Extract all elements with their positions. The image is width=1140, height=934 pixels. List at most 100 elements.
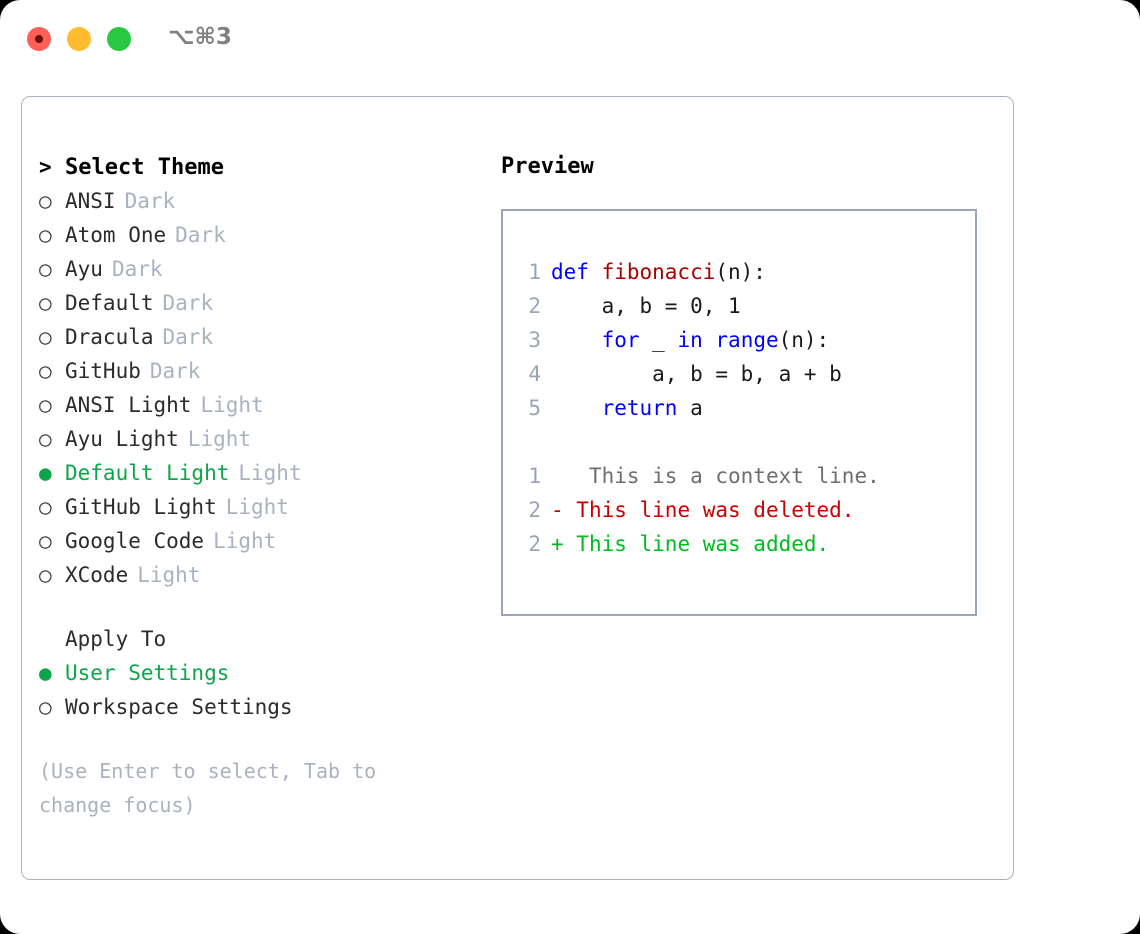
code-line: 1 def fibonacci(n): [515,255,969,289]
theme-name: Google Code [65,529,205,553]
theme-name: Atom One [65,223,167,247]
theme-category-tag: Light [200,393,264,417]
line-number: 2 [528,532,541,556]
apply-to-list: ● User Settings ○ Workspace Settings [39,656,469,724]
title-bar: ⌥⌘3 [0,0,1140,78]
code-token: def [551,260,602,284]
code-token: (n): [715,260,766,284]
theme-name: GitHub Light [65,495,217,519]
radio-unselected-icon: ○ [39,563,52,587]
radio-unselected-icon: ○ [39,529,52,553]
page-title: Select Theme [65,155,224,180]
theme-category-tag: Dark [149,359,201,383]
theme-category-tag: Dark [162,325,214,349]
radio-unselected-icon: ○ [39,257,52,281]
theme-list-item[interactable]: ○ GitHub Light Light [39,490,469,524]
theme-list-item[interactable]: ○ GitHub Dark [39,354,469,388]
theme-category-tag: Dark [111,257,163,281]
minimize-window-button[interactable] [67,27,91,51]
theme-category-tag: Dark [162,291,214,315]
apply-to-option-label: User Settings [65,661,230,685]
code-diff-separator [515,425,969,459]
line-number: 4 [528,362,541,386]
diff-text: This is a context line. [563,464,880,488]
theme-category-tag: Dark [124,189,176,213]
radio-unselected-icon: ○ [39,695,52,719]
diff-line: 1 This is a context line. [515,459,969,493]
line-number: 2 [528,498,541,522]
theme-name: GitHub [65,359,141,383]
indent-spacer: ○ [39,622,65,656]
line-number: 1 [528,260,541,284]
radio-unselected-icon: ○ [39,495,52,519]
radio-unselected-icon: ○ [39,427,52,451]
diff-line: 2 + This line was added. [515,527,969,561]
theme-list-item[interactable]: ○ Atom One Dark [39,218,469,252]
theme-list-item[interactable]: ○ Default Dark [39,286,469,320]
diff-text: This line was deleted. [563,498,855,522]
radio-unselected-icon: ○ [39,223,52,247]
code-token: range [715,328,779,352]
radio-unselected-icon: ○ [39,291,52,315]
preview-title: Preview [501,154,594,179]
theme-category-tag: Light [137,563,201,587]
theme-list-item[interactable]: ○ Ayu Dark [39,252,469,286]
theme-name: ANSI Light [65,393,192,417]
theme-name: Ayu [65,257,103,281]
maximize-window-button[interactable] [107,27,131,51]
line-number: 3 [528,328,541,352]
code-token: _ [639,328,678,352]
code-token: fibonacci [601,260,716,284]
prompt-caret-icon: > [39,155,52,179]
diff-marker: + [551,532,564,556]
diff-marker: - [551,498,564,522]
theme-name: ANSI [65,189,116,213]
apply-to-heading: ○Apply To [39,622,469,656]
code-line: 2 a, b = 0, 1 [515,289,969,323]
apply-to-option[interactable]: ○ Workspace Settings [39,690,469,724]
diff-marker [551,464,564,488]
diff-line: 2- This line was deleted. [515,493,969,527]
theme-name: Default [65,291,154,315]
code-token [703,328,716,352]
theme-category-tag: Light [225,495,289,519]
code-line: 3 for _ in range(n): [515,323,969,357]
code-token: (n): [778,328,830,352]
line-number: 2 [528,294,541,318]
line-number: 5 [528,396,541,420]
code-token [551,396,602,420]
keyboard-hint-text: (Use Enter to select, Tab to change focu… [39,759,377,817]
theme-name: Ayu Light [65,427,179,451]
code-token: a [677,396,703,420]
radio-unselected-icon: ○ [39,325,52,349]
apply-to-label: Apply To [65,627,167,651]
code-token: return [601,396,678,420]
apply-to-option-label: Workspace Settings [65,695,293,719]
apply-to-option[interactable]: ● User Settings [39,656,469,690]
radio-selected-icon: ● [39,461,52,485]
code-token: a, b = b, a + b [551,362,842,386]
code-line: 5 return a [515,391,969,425]
code-token: a, b = 0, 1 [551,294,741,318]
theme-category-tag: Light [238,461,302,485]
theme-category-tag: Dark [175,223,226,247]
radio-unselected-icon: ○ [39,359,52,383]
radio-selected-icon: ● [39,661,52,685]
diff-text: This line was added. [563,532,830,556]
diff-sample: 1 This is a context line.2- This line wa… [515,459,969,561]
close-window-button[interactable] [27,27,51,51]
keyboard-shortcut-label: ⌥⌘3 [168,24,232,50]
